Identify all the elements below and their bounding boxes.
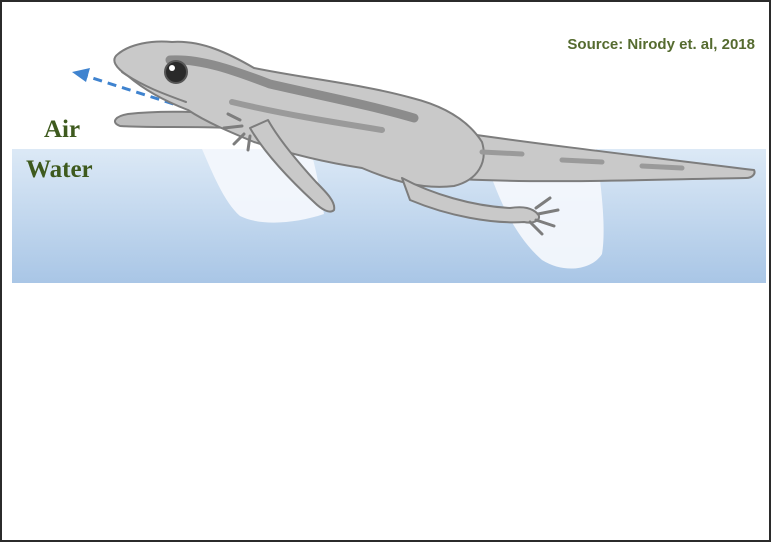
dashed-arrow-icon <box>72 68 90 82</box>
air-label: Air <box>44 116 80 144</box>
water-label: Water <box>26 156 93 184</box>
gecko-eye-highlight <box>169 65 175 71</box>
gecko-eye <box>165 61 187 83</box>
source-citation: Source: Nirody et. al, 2018 <box>567 36 755 53</box>
